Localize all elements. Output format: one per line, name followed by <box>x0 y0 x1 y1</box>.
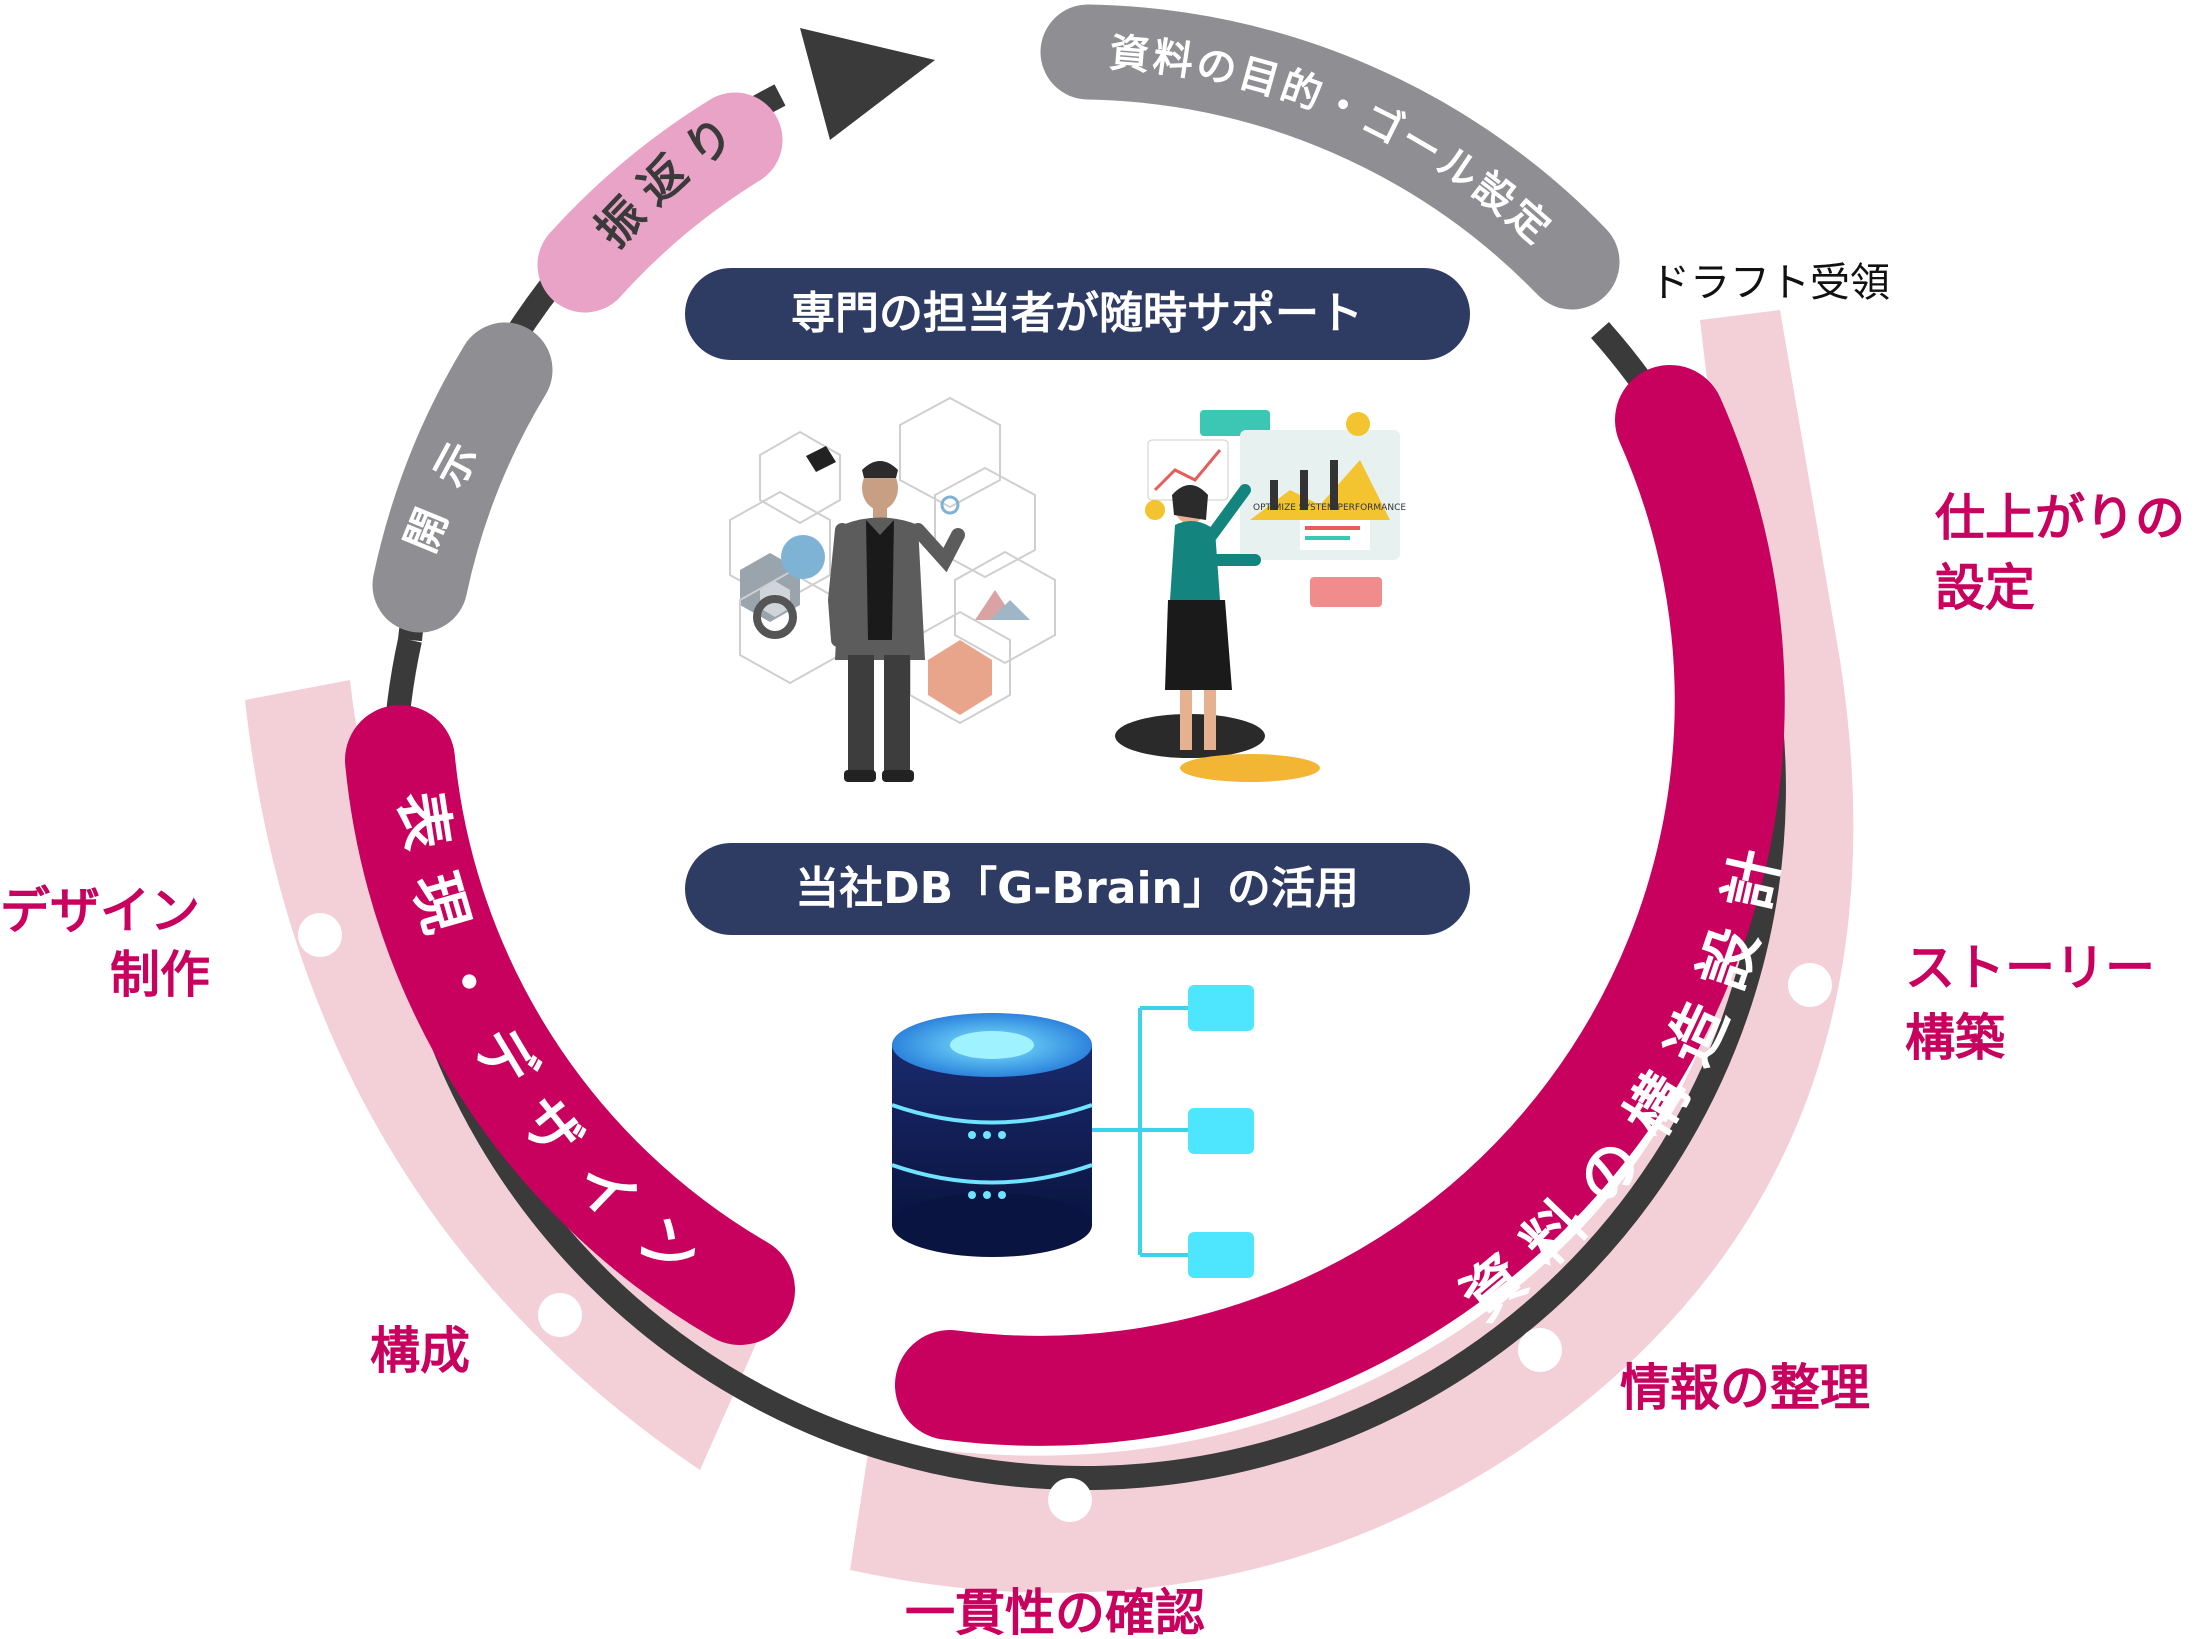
step-dot <box>1788 963 1832 1007</box>
consultant-illustration <box>729 396 1056 782</box>
goal-arc <box>1040 4 1620 310</box>
step-design-line1: デザイン <box>0 882 200 940</box>
support-pill <box>685 268 1470 360</box>
database-illustration <box>891 985 1254 1278</box>
structure-arc <box>895 365 1785 1446</box>
analyst-illustration: OPTIMIZE SYSTEM PERFORMANCE <box>1115 410 1406 782</box>
step-dot <box>298 913 342 957</box>
disclosure-arc <box>372 322 553 633</box>
step-consistency: 一貫性の確認 <box>905 1584 1205 1639</box>
step-story-line1: ストーリー <box>1905 939 2155 997</box>
step-composition: 構成 <box>370 1322 470 1380</box>
db-pill <box>685 843 1470 935</box>
step-dot <box>538 1293 582 1337</box>
step-dot <box>1823 538 1867 582</box>
step-organize: 情報の整理 <box>1620 1359 1870 1417</box>
step-dot <box>1518 1328 1562 1372</box>
design-arc <box>345 705 795 1345</box>
review-arc <box>537 92 783 313</box>
draft-label: ドラフト受領 <box>1650 260 1890 306</box>
step-finish-line2: 設定 <box>1935 559 2035 617</box>
step-story-line2: 構築 <box>1905 1009 2006 1067</box>
draft-dot <box>1613 310 1637 334</box>
step-design-line2: 制作 <box>110 946 210 1004</box>
support-pill-label: 専門の担当者が随時サポート <box>791 288 1363 339</box>
db-pill-label: 当社DB「G-Brain」の活用 <box>795 863 1359 914</box>
structure-band <box>850 310 1854 1593</box>
step-finish-line1: 仕上がりの <box>1935 489 2185 547</box>
cycle-arrow-head <box>800 28 935 140</box>
chart-caption: OPTIMIZE SYSTEM PERFORMANCE <box>1253 503 1406 513</box>
step-dot <box>1048 1478 1092 1522</box>
